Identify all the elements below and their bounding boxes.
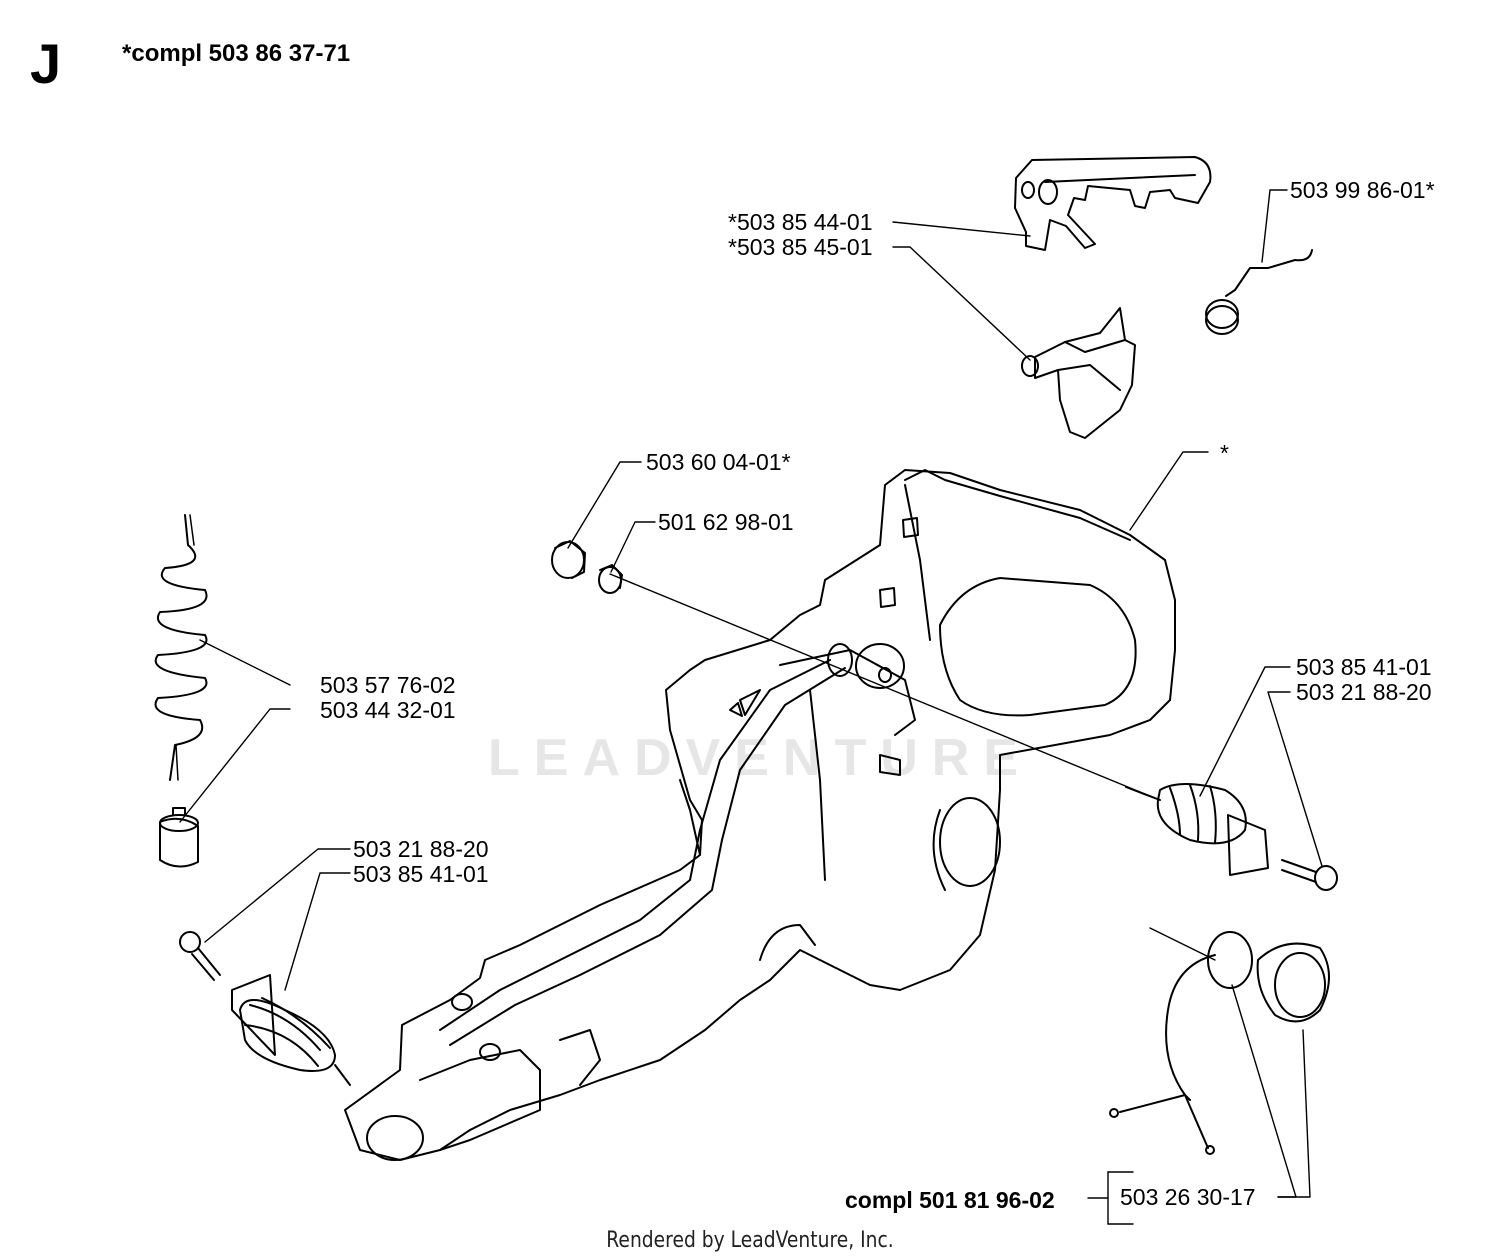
fuel-hose-drawing [154, 514, 208, 781]
fuel-cap-drawing [1109, 931, 1330, 1155]
filter-small-drawing [598, 564, 623, 594]
callout-damper-left: 503 85 41-01 [353, 861, 489, 887]
callout-trigger-spring: 503 99 86-01* [1290, 177, 1435, 203]
screw-right-drawing [1281, 859, 1338, 891]
section-letter: J [30, 32, 62, 95]
callout-fuel-cap: 503 26 30-17 [1120, 1184, 1256, 1210]
callout-filter-small: 501 62 98-01 [658, 509, 794, 535]
callout-fuel-hose: 503 57 76-02 [320, 672, 456, 698]
filter-large-drawing [551, 540, 586, 579]
damper-right-drawing [1125, 783, 1269, 876]
callout-throttle-trigger: *503 85 44-01 [728, 209, 873, 235]
assembly-label: *compl 503 86 37-71 [122, 40, 351, 67]
callout-throttle-lockout: *503 85 45-01 [728, 234, 873, 260]
damper-left-drawing [231, 974, 351, 1086]
throttle-lockout-drawing [1021, 307, 1136, 439]
throttle-trigger-drawing [1014, 156, 1212, 251]
leader-lines [179, 189, 1323, 1225]
trigger-spring-drawing [1205, 249, 1313, 335]
callout-screw-left: 503 21 88-20 [353, 836, 489, 862]
footer-credit: Rendered by LeadVenture, Inc. [606, 1228, 894, 1253]
fuel-filter-drawing [159, 807, 199, 868]
callout-fuel-cap-assembly: compl 501 81 96-02 [845, 1187, 1055, 1213]
callout-fuel-filter: 503 44 32-01 [320, 697, 456, 723]
watermark: LEADVENTURE [488, 729, 1033, 787]
callout-damper-right: 503 85 41-01 [1296, 654, 1432, 680]
callout-handle-housing: * [1220, 440, 1229, 466]
handle-housing-drawing [344, 469, 1176, 1161]
callout-filter-large: 503 60 04-01* [646, 449, 791, 475]
screw-left-drawing [179, 931, 221, 981]
callout-screw-right: 503 21 88-20 [1296, 679, 1432, 705]
